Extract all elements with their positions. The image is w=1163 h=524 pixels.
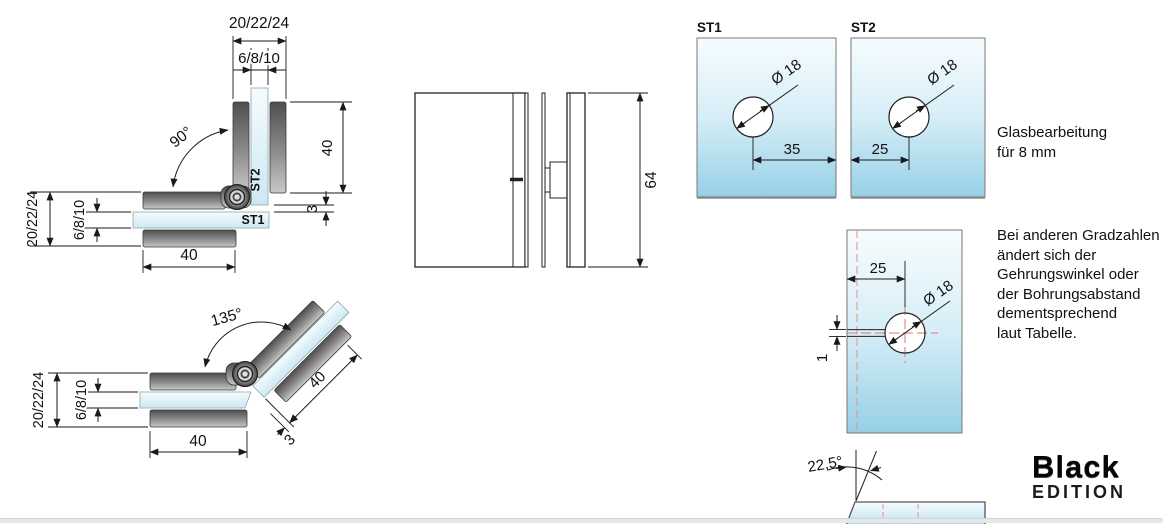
glass-st2 [250, 87, 269, 206]
dim-glass-gap: 3 [304, 205, 321, 213]
miter-reference [855, 450, 877, 502]
dim-glass-inner-left: 6/8/10 [74, 380, 90, 420]
hinge-arm [149, 409, 248, 428]
dim-slot-width: 1 [814, 354, 831, 362]
slot-detail-figure: 25 Ø 18 1 [814, 229, 963, 434]
hinge-arm [269, 101, 287, 194]
dim-stack-outer-left: 20/22/24 [31, 372, 47, 428]
angle-arc [170, 127, 229, 188]
hinge-arm [232, 101, 250, 194]
miter-detail-figure: 22,5° [806, 450, 986, 524]
dim-glass-gap: 3 [281, 431, 299, 449]
angle-label: 22,5° [806, 453, 844, 476]
dim-stack-outer: 20/22/24 [229, 15, 290, 32]
glass-panel [139, 391, 252, 409]
glass-processing-note: Glasbearbeitung für 8 mm [997, 124, 1108, 161]
page-divider [0, 518, 1163, 523]
glass-label-st2: ST2 [249, 168, 263, 191]
dim-arm-length: 40 [319, 140, 336, 157]
logo-line-black: Black [1032, 449, 1120, 484]
panel-label-st2: ST2 [851, 20, 876, 35]
glass-label-st1: ST1 [242, 213, 265, 227]
hinge-90deg-figure: 20/22/24 6/8/10 90° 40 3 20/22/24 6/8/10… [25, 15, 352, 273]
black-edition-logo: Black EDITION [1032, 449, 1152, 502]
side-view-figure: 64 [414, 92, 660, 268]
hinge-135deg-figure: 40 3 135° 20/22/24 6/8/10 40 [31, 300, 362, 458]
dim-stack-outer-left: 20/22/24 [25, 191, 41, 247]
dim-glass-inner-left: 6/8/10 [72, 200, 88, 240]
hinge-knuckle [225, 361, 258, 387]
hinge-knuckle [220, 184, 252, 210]
dim-hole-offset: 25 [870, 260, 887, 277]
angle-arc [827, 466, 883, 481]
pivot-pin [544, 167, 551, 193]
dim-height: 64 [643, 171, 660, 189]
pivot-pin-cap [549, 161, 568, 199]
angle-arc [203, 321, 292, 368]
cover-plate [566, 92, 586, 268]
dim-base-width: 40 [180, 247, 198, 264]
angle-table-note: Bei anderen Gradzahlen ändert sich der G… [997, 227, 1160, 342]
hinge-arm [142, 191, 226, 210]
dim-glass-inner: 6/8/10 [238, 50, 280, 67]
dim-hole-offset: 25 [872, 141, 889, 158]
angle-label: 90° [167, 124, 196, 152]
drill-hole [884, 312, 926, 354]
dim-base-width: 40 [189, 433, 207, 450]
hinge-arm [149, 372, 237, 391]
glass-st1 [132, 211, 270, 229]
hinge-arm [142, 229, 237, 248]
panel-label-st1: ST1 [697, 20, 722, 35]
dim-hole-offset: 35 [784, 141, 801, 158]
logo-line-edition: EDITION [1032, 482, 1127, 502]
glass-drilling-panels: ST1 Ø 18 35 ST2 Ø 18 25 [696, 20, 986, 199]
body-plate [414, 92, 526, 268]
